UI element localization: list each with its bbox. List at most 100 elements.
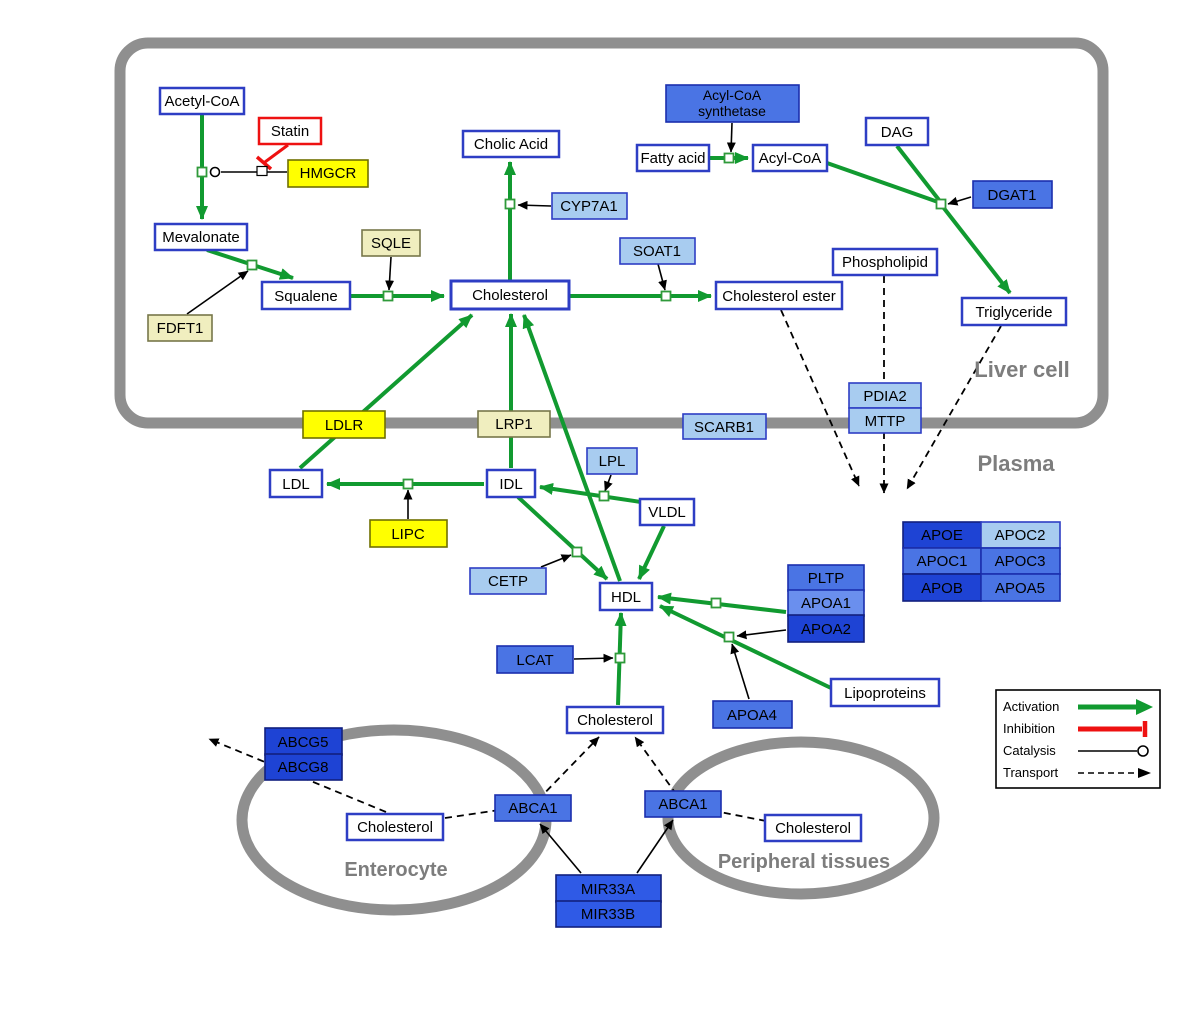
node-box	[264, 753, 343, 781]
node-label: APOA1	[801, 595, 851, 612]
node-phospholipid[interactable]: Phospholipid	[831, 247, 939, 277]
node-box	[555, 874, 662, 903]
activation-acylcoa-to-junction	[826, 161, 939, 204]
node-lpl[interactable]: LPL	[586, 447, 638, 475]
node-cholesterol-peripheral[interactable]: Cholesterol	[763, 813, 863, 843]
node-box	[153, 222, 249, 252]
node-label: synthetase	[698, 103, 766, 119]
node-label: CETP	[488, 573, 528, 590]
node-apoc3[interactable]: APOC3	[980, 547, 1061, 575]
node-apoc2[interactable]: APOC2	[980, 521, 1061, 549]
node-acetyl-coa[interactable]: Acetyl-CoA	[158, 86, 246, 116]
catalysis-apoa4	[730, 643, 750, 700]
node-lrp1[interactable]: LRP1	[477, 410, 551, 438]
node-fatty-acid[interactable]: Fatty acid	[635, 143, 711, 173]
node-cholic-acid[interactable]: Cholic Acid	[461, 129, 561, 159]
legend-catalysis-circle	[1137, 745, 1149, 757]
node-label: Triglyceride	[976, 304, 1053, 321]
reaction-node	[935, 198, 947, 210]
node-label: SOAT1	[633, 243, 681, 260]
node-abca1-peripheral[interactable]: ABCA1	[644, 790, 722, 818]
node-scarb1[interactable]: SCARB1	[682, 413, 767, 440]
node-box	[848, 407, 922, 434]
inhibition-statin-line	[264, 143, 289, 164]
node-box	[147, 314, 213, 342]
node-label: Acetyl-CoA	[164, 93, 239, 110]
node-sqle[interactable]: SQLE	[361, 229, 421, 257]
node-acyl-coa-synthetase[interactable]: Acyl-CoA synthetase	[665, 84, 800, 123]
node-dgat1[interactable]: DGAT1	[972, 180, 1053, 209]
node-label: DGAT1	[988, 187, 1037, 204]
node-cholesterol-ester[interactable]: Cholesterol ester	[714, 280, 844, 311]
node-label: VLDL	[648, 504, 686, 521]
node-box	[714, 280, 844, 311]
node-dag[interactable]: DAG	[864, 116, 930, 147]
node-abcg8[interactable]: ABCG8	[264, 753, 343, 781]
node-pdia2[interactable]: PDIA2	[848, 382, 922, 409]
node-fdft1[interactable]: FDFT1	[147, 314, 213, 342]
activation-hdl-to-cholesterol	[522, 314, 622, 582]
reaction-node	[402, 478, 414, 490]
catalysis-dgat1	[947, 196, 972, 206]
activation-lipoproteins-to-hdl	[659, 604, 832, 690]
legend-transport-arrowhead	[1138, 768, 1151, 778]
node-ldl[interactable]: LDL	[268, 468, 324, 499]
reaction-node	[614, 652, 626, 664]
node-apoa1[interactable]: APOA1	[787, 589, 865, 617]
node-lipc[interactable]: LIPC	[369, 519, 448, 548]
reaction-node	[723, 152, 735, 164]
node-apob[interactable]: APOB	[902, 573, 982, 602]
node-box	[586, 447, 638, 475]
node-cholesterol-plasma[interactable]: Cholesterol	[565, 705, 665, 735]
node-label: APOC2	[995, 527, 1046, 544]
node-label: APOE	[921, 527, 963, 544]
node-box	[158, 86, 246, 116]
node-triglyceride[interactable]: Triglyceride	[960, 296, 1068, 327]
node-lipoproteins[interactable]: Lipoproteins	[829, 677, 941, 708]
catalysis-cyp7a1	[517, 200, 552, 210]
node-label: LDLR	[325, 417, 364, 434]
node-box	[665, 84, 800, 123]
reaction-node	[723, 631, 735, 643]
node-soat1[interactable]: SOAT1	[619, 237, 696, 265]
node-apoa2[interactable]: APOA2	[787, 614, 865, 643]
node-label: MIR33B	[581, 906, 635, 923]
catalysis-acylcoa-synthetase	[726, 122, 736, 153]
node-idl[interactable]: IDL	[485, 468, 537, 499]
node-label: ABCA1	[658, 796, 707, 813]
node-squalene[interactable]: Squalene	[260, 280, 352, 311]
legend-label-catalysis: Catalysis	[1003, 743, 1056, 758]
node-acyl-coa[interactable]: Acyl-CoA	[751, 143, 829, 173]
node-apoa4[interactable]: APOA4	[712, 700, 793, 729]
node-label: Cholesterol	[472, 287, 548, 304]
reaction-node	[196, 166, 208, 178]
node-abca1-enterocyte[interactable]: ABCA1	[494, 794, 572, 822]
node-cyp7a1[interactable]: CYP7A1	[551, 192, 628, 220]
node-mttp[interactable]: MTTP	[848, 407, 922, 434]
node-cetp[interactable]: CETP	[469, 567, 547, 595]
node-label: LDL	[282, 476, 310, 493]
node-cholesterol-enterocyte[interactable]: Cholesterol	[345, 812, 445, 842]
node-vldl[interactable]: VLDL	[638, 497, 696, 527]
node-cholesterol-liver[interactable]: Cholesterol	[449, 279, 571, 311]
node-mevalonate[interactable]: Mevalonate	[153, 222, 249, 252]
node-label: PLTP	[808, 570, 844, 587]
node-lcat[interactable]: LCAT	[496, 645, 574, 674]
node-box	[551, 192, 628, 220]
node-mir33a[interactable]: MIR33A	[555, 874, 662, 903]
node-ldlr[interactable]: LDLR	[302, 410, 386, 439]
node-apoe[interactable]: APOE	[902, 521, 982, 549]
node-mir33b[interactable]: MIR33B	[555, 900, 662, 928]
node-apoa5[interactable]: APOA5	[980, 573, 1061, 602]
node-label: ABCA1	[508, 800, 557, 817]
node-apoc1[interactable]: APOC1	[902, 547, 982, 575]
node-label: Lipoproteins	[844, 685, 926, 702]
node-hmgcr[interactable]: HMGCR	[287, 159, 369, 188]
activation-vldl-to-hdl	[637, 525, 666, 580]
node-hdl[interactable]: HDL	[598, 581, 654, 612]
node-pltp[interactable]: PLTP	[787, 564, 865, 592]
node-box	[980, 573, 1061, 602]
node-box	[644, 790, 722, 818]
node-abcg5[interactable]: ABCG5	[264, 727, 343, 756]
node-statin[interactable]: Statin	[257, 116, 323, 146]
